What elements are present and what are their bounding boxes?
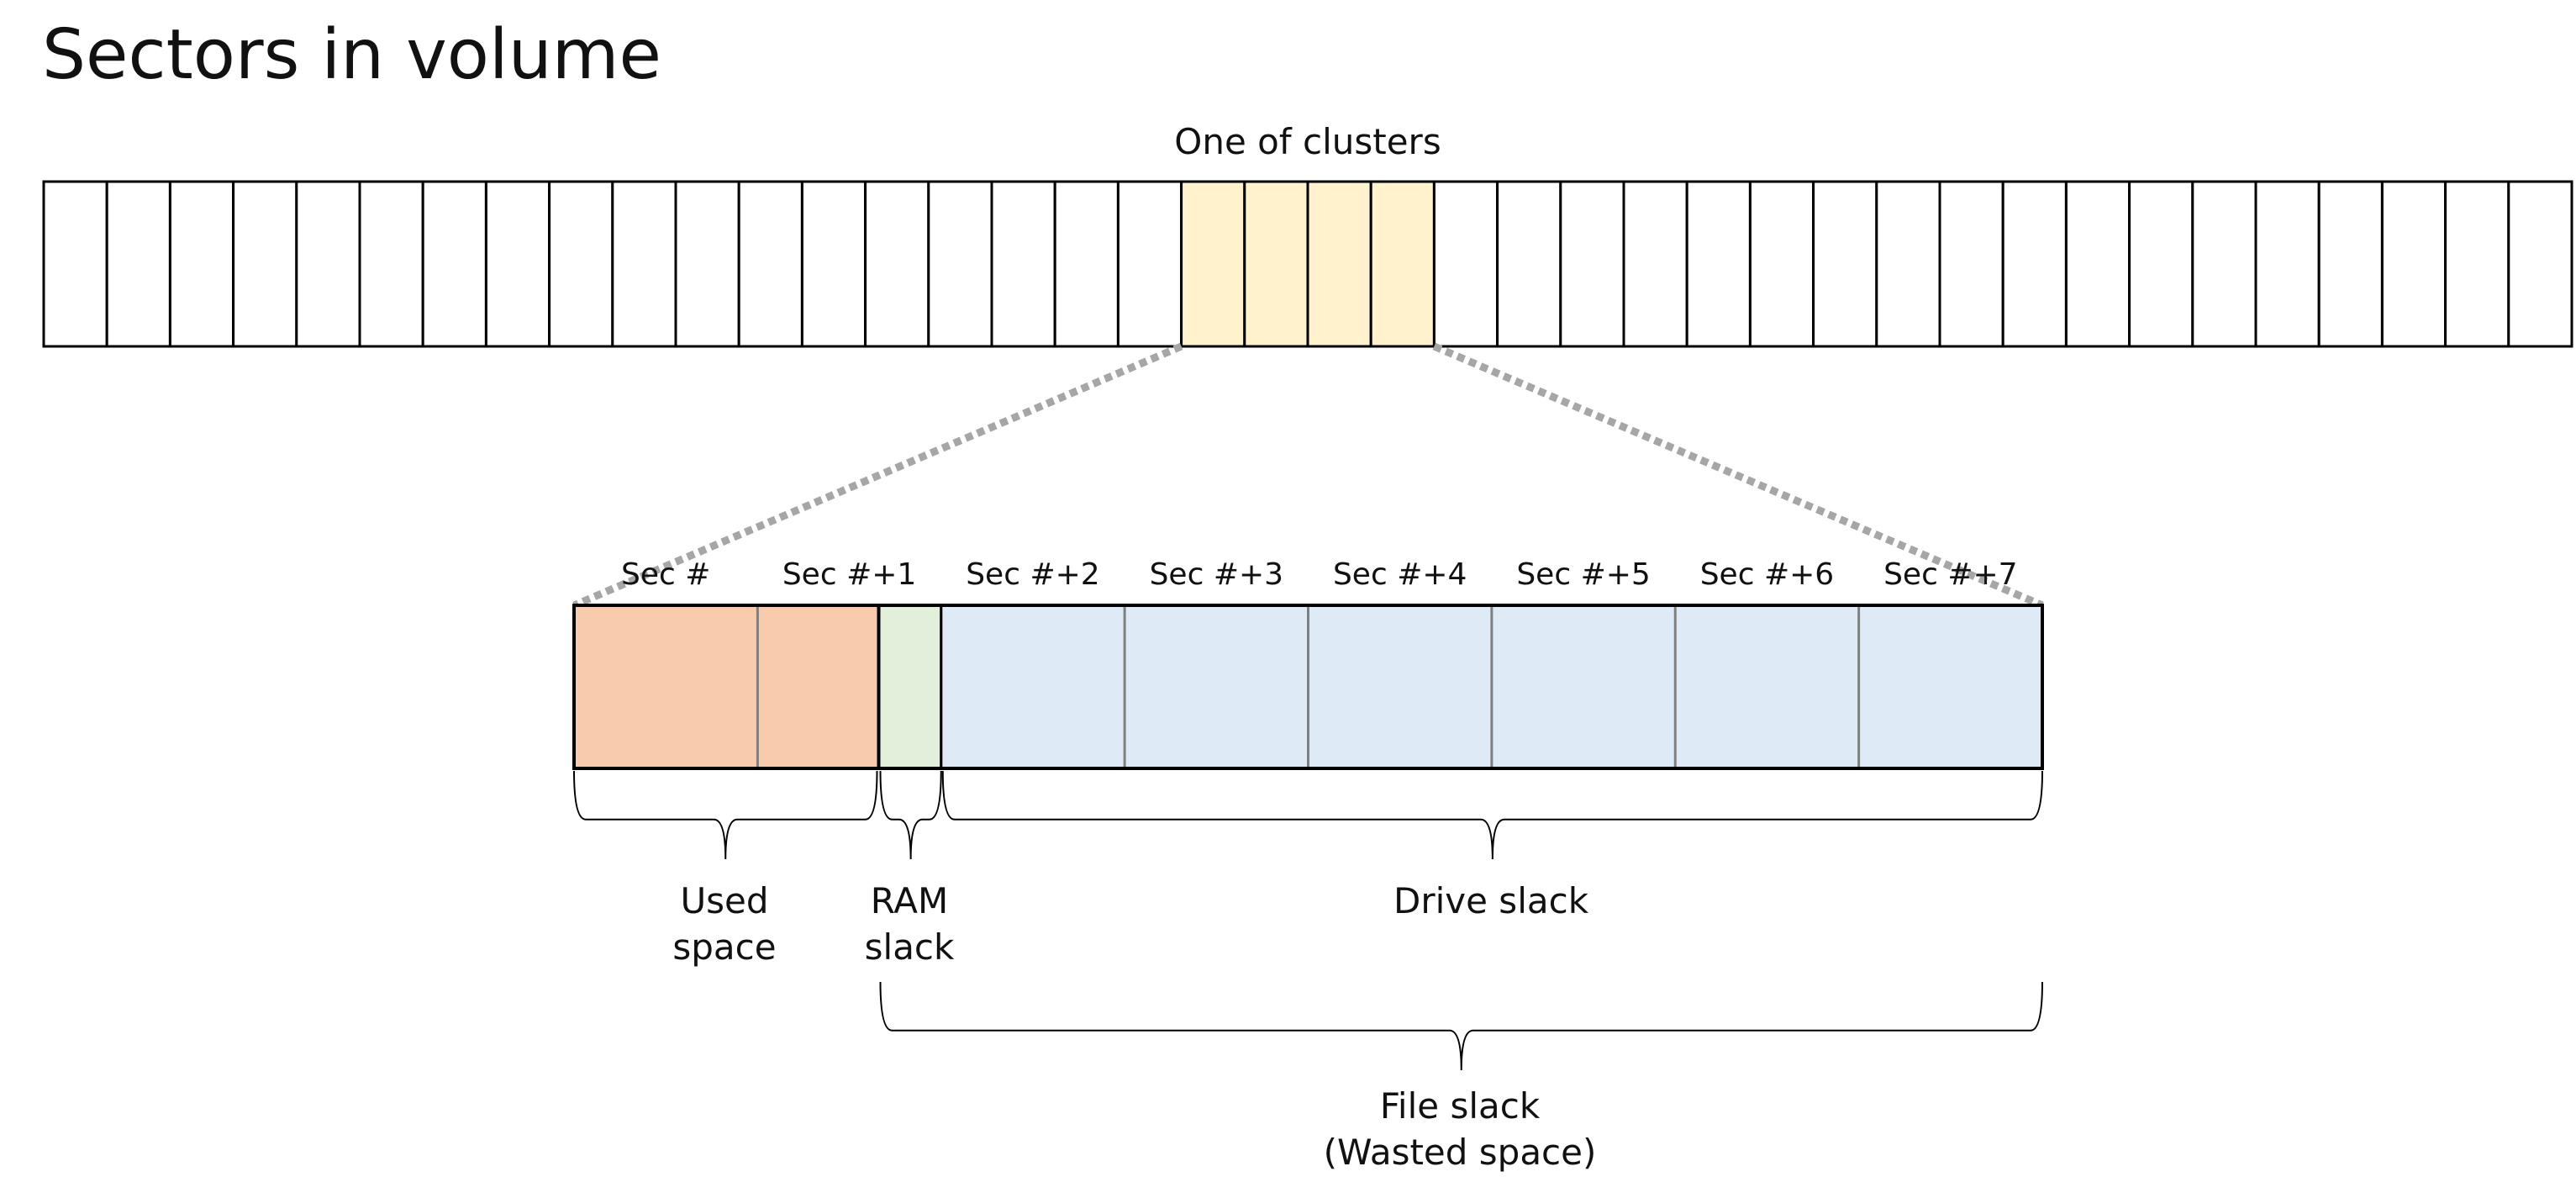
drive-slack-label: Drive slack xyxy=(1393,880,1589,921)
drive-slack-brace xyxy=(941,770,2043,860)
cluster-label: One of clusters xyxy=(1174,121,1441,162)
volume-sector xyxy=(611,180,677,348)
sector-label: Sec #+4 xyxy=(1333,557,1467,592)
cluster-detail xyxy=(572,604,2044,770)
volume-sector xyxy=(168,180,235,348)
volume-sector xyxy=(2001,180,2068,348)
volume-sector xyxy=(800,180,867,348)
volume-sector xyxy=(421,180,487,348)
ram-slack-label-line1: RAM xyxy=(871,880,948,921)
volume-sector xyxy=(737,180,803,348)
volume-sector xyxy=(674,180,740,348)
sector-label: Sec #+7 xyxy=(1883,557,2017,592)
volume-sector xyxy=(2064,180,2131,348)
cluster-sector xyxy=(1180,180,1246,348)
sector-label: Sec #+5 xyxy=(1516,557,1650,592)
volume-sector xyxy=(990,180,1056,348)
used-space-label-line1: Used xyxy=(680,880,768,921)
volume-sector-row xyxy=(42,180,2573,348)
cluster-sector xyxy=(1369,180,1436,348)
sector-label: Sec #+3 xyxy=(1150,557,1283,592)
zoom-connector-right xyxy=(1432,342,2044,610)
volume-sector xyxy=(2317,180,2384,348)
sector-label: Sec #+1 xyxy=(782,557,916,592)
braces xyxy=(573,770,2043,1071)
volume-sector xyxy=(1812,180,1878,348)
file-slack-brace xyxy=(879,981,2043,1071)
volume-sector xyxy=(1748,180,1815,348)
volume-sector xyxy=(358,180,424,348)
cluster-sector xyxy=(1306,180,1372,348)
volume-sector xyxy=(548,180,614,348)
volume-sector xyxy=(927,180,993,348)
file-slack-label-line1: File slack xyxy=(1380,1085,1541,1127)
volume-sector xyxy=(2191,180,2257,348)
sector-labels: Sec # Sec #+1 Sec #+2 Sec #+3 Sec #+4 Sec #+5… xyxy=(621,557,2018,592)
volume-sector xyxy=(1496,180,1562,348)
volume-sector xyxy=(2380,180,2447,348)
file-slack-label-line2: (Wasted space) xyxy=(1324,1132,1597,1173)
volume-sector xyxy=(1685,180,1752,348)
volume-sector xyxy=(2507,180,2573,348)
volume-sector xyxy=(232,180,298,348)
volume-sector xyxy=(1622,180,1688,348)
volume-sector xyxy=(864,180,930,348)
volume-sector xyxy=(484,180,551,348)
ram-slack-label-line2: slack xyxy=(865,926,955,968)
zoom-connectors xyxy=(572,342,2044,610)
volume-sector xyxy=(1938,180,2004,348)
volume-sector xyxy=(105,180,171,348)
volume-sector xyxy=(1053,180,1119,348)
volume-sector xyxy=(1116,180,1183,348)
zoom-connector-left xyxy=(572,342,1183,610)
sector-label: Sec #+2 xyxy=(966,557,1099,592)
volume-sector xyxy=(2254,180,2321,348)
ram-slack-fill xyxy=(878,605,941,768)
used-space-fill xyxy=(574,605,879,768)
volume-sector xyxy=(1559,180,1625,348)
volume-sector xyxy=(42,180,108,348)
sector-label: Sec # xyxy=(621,557,710,592)
volume-sector xyxy=(1432,180,1499,348)
diagram-title: Sectors in volume xyxy=(42,15,661,95)
cluster-sector xyxy=(1243,180,1309,348)
volume-sector xyxy=(1875,180,1941,348)
volume-sector xyxy=(2128,180,2194,348)
ram-slack-brace xyxy=(879,770,942,860)
used-space-label-line2: space xyxy=(672,926,776,968)
volume-sector xyxy=(2444,180,2510,348)
volume-sector xyxy=(295,180,361,348)
cluster-detail-outline xyxy=(572,604,2044,770)
used-space-brace xyxy=(573,770,878,860)
sector-label: Sec #+6 xyxy=(1700,557,1834,592)
